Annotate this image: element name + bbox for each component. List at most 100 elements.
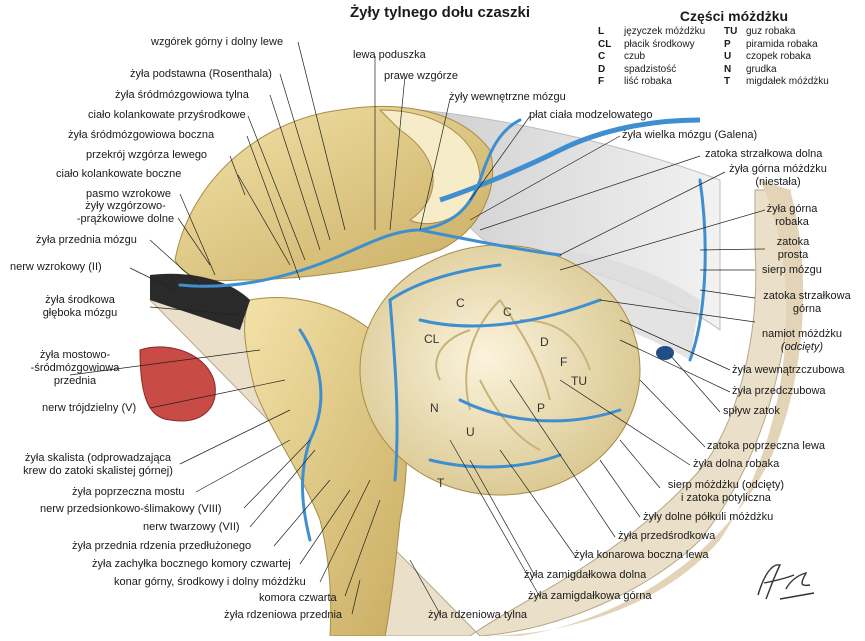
label-konar: konar górny, środkowy i dolny móżdżku (114, 576, 306, 588)
legend-code: L (598, 26, 605, 37)
label-wzgorek: wzgórek górny i dolny lewe (151, 36, 284, 48)
cerebellum (359, 244, 641, 496)
legend-code: U (724, 51, 732, 63)
label-twarzowy: nerw twarzowy (VII) (143, 521, 240, 533)
label-sierp-mozdzku-line1: sierp móżdżku (odcięty) (667, 479, 785, 491)
letter-c1: C (456, 296, 465, 310)
label-strzalkowa-dolna: zatoka strzałkowa dolna (705, 148, 823, 160)
label-kolankowate-boczne: ciało kolankowate boczne (56, 168, 182, 180)
signature-icon (757, 564, 815, 600)
label-skalista-line2: krew do zatoki skalistej górnej) (23, 465, 173, 477)
legend-name: czopek robaka (746, 51, 812, 63)
label-zachylka: żyła zachyłka bocznego komory czwartej (92, 558, 291, 570)
label-srodmozg-boczna: żyła śródmózgowiowa boczna (68, 129, 215, 141)
legend-code: T (724, 76, 731, 88)
label-plat: płat ciała modzelowatego (529, 109, 653, 121)
label-wzgorzowo-line1: żyły wzgórzowo- (85, 200, 166, 212)
legend-grid: L języczek móżdżku TU guz robaka CL płac… (598, 26, 860, 89)
legend-name: grudka (746, 63, 777, 75)
label-mostowo-line2: -śródmózgowiowa (30, 362, 120, 374)
label-sierp-mozgu: sierp mózgu (762, 264, 822, 276)
legend-code: F (598, 76, 605, 88)
label-kolankowate-przysrodk: ciało kolankowate przyśrodkowe (88, 109, 246, 121)
label-gorna-robaka-line2: robaka (775, 216, 809, 228)
label-galena: żyła wielka mózgu (Galena) (622, 129, 758, 141)
letter-p: P (537, 401, 545, 415)
label-lewa-poduszka: lewa poduszka (353, 49, 426, 61)
label-skalista: żyła skalista (odprowadzająca krew do za… (8, 452, 188, 478)
legend-code: N (724, 63, 732, 75)
legend-code: CL (598, 38, 612, 50)
label-komora: komora czwarta (259, 592, 337, 604)
label-przednia-mozgu: żyła przednia mózgu (36, 234, 137, 246)
label-srodkowa: żyła środkowa głęboka mózgu (20, 294, 140, 320)
label-srodmozg-tylna: żyła śródmózgowiowa tylna (115, 89, 249, 101)
legend-name: piramida robaka (746, 38, 818, 50)
label-dolne-polkuli: żyły dolne półkuli móżdżku (643, 511, 774, 523)
label-mostowo-line1: żyła mostowo- (39, 349, 111, 361)
label-mostowo: żyła mostowo- -śródmózgowiowa przednia (20, 349, 130, 388)
label-prosta: zatoka prosta (763, 236, 823, 262)
label-sierp-mozdzku: sierp móżdżku (odcięty) i zatoka potylic… (656, 479, 796, 505)
label-gorna-mozdzku: żyła górna móżdżku (niestała) (718, 163, 838, 189)
label-wzgorzowo: żyły wzgórzowo- -prążkowiowe dolne (68, 200, 183, 226)
label-strzalkowa-gorna-line2: górna (792, 303, 822, 315)
legend-name: migdałek móżdżku (746, 76, 829, 88)
label-gorna-robaka: żyła górna robaka (757, 203, 827, 229)
label-nerw-wzrokowy: nerw wzrokowy (II) (10, 261, 102, 273)
label-rdzenia-przedl: żyła przednia rdzenia przedłużonego (72, 540, 252, 552)
label-przedczubowa: żyła przedczubowa (732, 385, 826, 397)
letter-n: N (430, 401, 439, 415)
label-podstawna: żyła podstawna (Rosenthala) (130, 68, 272, 80)
nasal-cavity (139, 346, 216, 422)
label-poprzeczna-mostu: żyła poprzeczna mostu (72, 486, 185, 498)
label-namiot-line2: (odcięty) (780, 341, 824, 353)
label-mostowo-line3: przednia (53, 375, 97, 387)
legend-code: TU (724, 26, 738, 37)
label-zamigdalkowa-gorna: żyła zamigdałkowa górna (528, 590, 652, 602)
confluence-sinus (656, 346, 674, 360)
label-srodkowa-line1: żyła środkowa (45, 294, 115, 306)
sphenoid-dark (150, 273, 250, 330)
label-namiot: namiot móżdżku (odcięty) (752, 328, 852, 354)
leader-lines (69, 41, 766, 615)
label-strzalkowa-gorna: zatoka strzałkowa górna (752, 290, 862, 316)
label-prosta-line1: zatoka (776, 236, 810, 248)
label-prosta-line2: prosta (777, 249, 809, 261)
label-namiot-line1: namiot móżdżku (761, 328, 843, 340)
letter-t: T (437, 476, 445, 490)
veins (178, 118, 707, 542)
great-vein-galen (439, 117, 701, 203)
label-wewnetrzne: żyły wewnętrzne mózgu (449, 91, 566, 103)
label-wewnatrzczubowa: żyła wewnątrzczubowa (732, 364, 845, 376)
legend-name: liść robaka (624, 76, 672, 88)
label-przekroj-wzgorza: przekrój wzgórza lewego (86, 149, 208, 161)
letter-f: F (560, 355, 567, 369)
label-przedsionkowo: nerw przedsionkowo-ślimakowy (VIII) (40, 503, 222, 515)
legend-code: C (598, 51, 606, 63)
legend-name: guz robaka (746, 26, 796, 37)
label-konarowa: żyła konarowa boczna lewa (574, 549, 709, 561)
label-skalista-line1: żyła skalista (odprowadzająca (24, 452, 172, 464)
legend-name: płacik środkowy (624, 38, 695, 50)
letter-d: D (540, 335, 549, 349)
cerebellum-arbor (435, 299, 591, 451)
label-pasmo: pasmo wzrokowe (86, 188, 171, 200)
letter-u: U (466, 425, 475, 439)
letter-c2: C (503, 305, 512, 319)
label-srodkowa-line2: głęboka mózgu (42, 307, 118, 319)
legend-name: języczek móżdżku (624, 26, 706, 37)
label-gorna-robaka-line1: żyła górna (766, 203, 818, 215)
label-rdzeniowa-przednia: żyła rdzeniowa przednia (224, 609, 343, 621)
label-rdzeniowa-tylna: żyła rdzeniowa tylna (428, 609, 528, 621)
label-dolna-robaka: żyła dolna robaka (693, 458, 780, 470)
figure-title: Żyły tylnego dołu czaszki (349, 4, 531, 21)
label-wzgorzowo-line2: -prążkowiowe dolne (76, 213, 175, 225)
label-zamigdalkowa-dolna: żyła zamigdałkowa dolna (524, 569, 647, 581)
label-poprzeczna-lewa: zatoka poprzeczna lewa (707, 440, 826, 452)
legend-title: Części móżdżku (679, 8, 789, 24)
cerebellum-legend: Części móżdżku L języczek móżdżku TU guz… (598, 8, 860, 89)
letter-tu: TU (571, 374, 587, 388)
label-splyw: spływ zatok (723, 405, 780, 417)
